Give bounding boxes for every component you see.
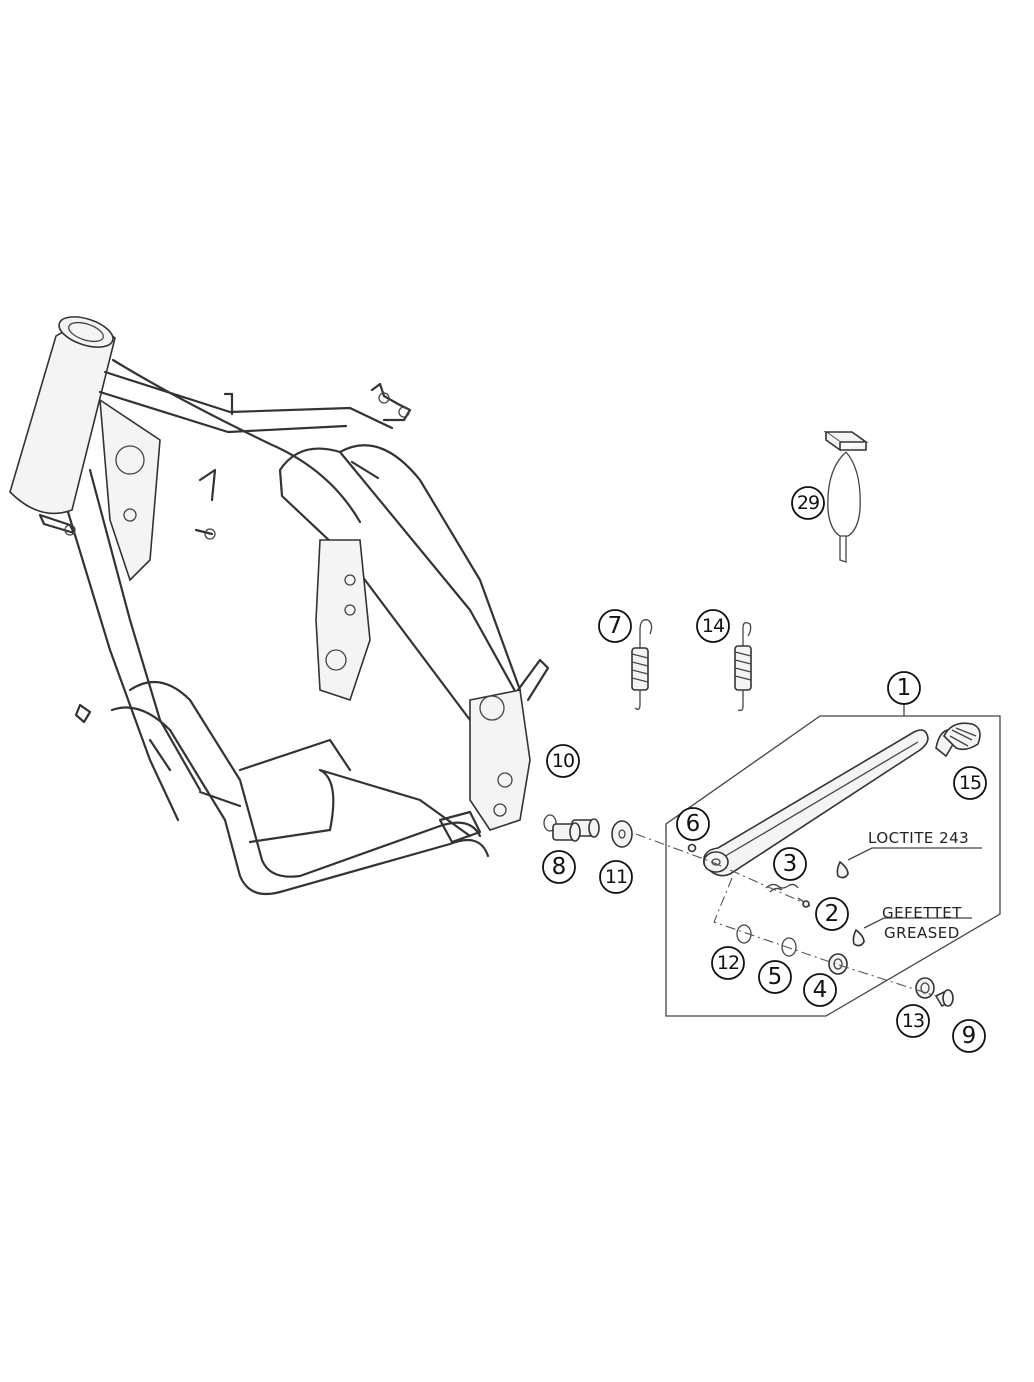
nut-13 xyxy=(915,977,935,999)
bushing-group xyxy=(543,814,633,848)
motorcycle-frame xyxy=(9,316,550,896)
svg-text:2: 2 xyxy=(825,901,840,927)
ring-12 xyxy=(736,924,752,944)
screw-2 xyxy=(797,897,811,908)
svg-text:4: 4 xyxy=(813,977,828,1003)
o-ring-10 xyxy=(543,814,557,832)
nut-6 xyxy=(687,843,697,853)
callout-2: 2 xyxy=(815,897,849,931)
callout-7: 7 xyxy=(598,609,632,643)
svg-text:14: 14 xyxy=(702,615,725,637)
note-greased-en: GREASED xyxy=(884,924,960,942)
bolt-9 xyxy=(934,989,954,1008)
svg-text:5: 5 xyxy=(768,964,783,990)
steering-head-tube xyxy=(9,316,116,515)
svg-text:12: 12 xyxy=(717,952,739,974)
callout-1: 1 xyxy=(887,671,921,705)
callout-15: 15 xyxy=(953,766,987,800)
svg-text:15: 15 xyxy=(959,772,981,794)
svg-text:29: 29 xyxy=(797,492,819,514)
callout-4: 4 xyxy=(803,973,837,1007)
bushing-8 xyxy=(552,822,581,842)
bushing-4 xyxy=(828,953,848,975)
svg-text:8: 8 xyxy=(552,854,567,880)
callout-6: 6 xyxy=(676,807,710,841)
svg-text:7: 7 xyxy=(608,613,623,639)
annotation-notes: LOCTITE 243 GEFETTET GREASED xyxy=(868,829,969,942)
callout-14: 14 xyxy=(696,609,730,643)
ring-5 xyxy=(781,937,797,957)
svg-text:11: 11 xyxy=(605,866,627,888)
loctite-drop xyxy=(836,860,849,879)
callout-29: 29 xyxy=(791,486,825,520)
note-greased-de: GEFETTET xyxy=(882,904,962,922)
spring-14 xyxy=(734,622,752,712)
callout-8: 8 xyxy=(542,850,576,884)
spring-7 xyxy=(631,619,653,710)
callout-3: 3 xyxy=(773,847,807,881)
svg-text:1: 1 xyxy=(897,675,912,701)
assembly-outline xyxy=(665,715,1001,1017)
svg-text:10: 10 xyxy=(552,750,574,772)
note-loctite: LOCTITE 243 xyxy=(868,829,969,847)
side-stand-assembly xyxy=(635,704,1001,1017)
callout-11: 11 xyxy=(599,860,633,894)
washer-11 xyxy=(611,820,633,848)
tool-29 xyxy=(823,431,869,563)
callout-13: 13 xyxy=(896,1004,930,1038)
callout-10: 10 xyxy=(546,744,580,778)
clip-3 xyxy=(765,883,799,893)
foot-pad-15 xyxy=(935,722,981,758)
svg-text:9: 9 xyxy=(962,1023,977,1049)
svg-text:3: 3 xyxy=(783,851,798,877)
svg-text:6: 6 xyxy=(686,811,701,837)
grease-drop xyxy=(852,928,865,947)
callout-5: 5 xyxy=(758,960,792,994)
callout-12: 12 xyxy=(711,946,745,980)
callouts: 1 2 3 4 5 6 7 8 xyxy=(542,486,987,1053)
callout-9: 9 xyxy=(952,1019,986,1053)
svg-text:13: 13 xyxy=(902,1010,924,1032)
